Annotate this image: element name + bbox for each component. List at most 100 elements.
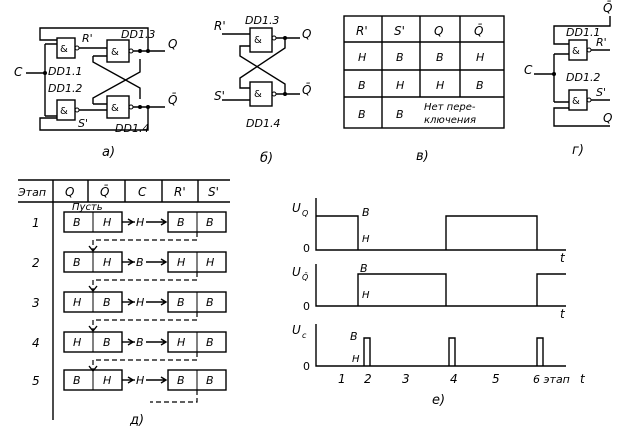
caption-v: в) [416,149,429,164]
step-number: 1 [32,216,40,230]
step-number: 3 [32,296,40,310]
gate-top [249,27,273,53]
step-number: 4 [32,336,40,350]
header-s: S' [208,185,219,199]
cell: B [436,51,444,64]
gate-symbol: & [572,96,580,107]
header-s: S' [394,24,405,38]
cell-c: H [136,296,144,309]
output-q: Q [302,27,311,41]
cell-qbar: B [103,336,111,349]
cell-r: B [177,216,185,229]
axis-t: t [560,307,566,321]
cell-c: B [136,256,144,269]
label-r: R' [214,19,226,33]
cell: B [396,108,404,121]
header-qbar: Q̄ [100,185,109,199]
output-qbar: Q̄ [302,83,311,97]
cell-q: H [73,296,81,309]
cell-qbar: B [103,296,111,309]
axis-uq-sub: Q [302,209,308,218]
header-step: Этап [17,186,46,199]
gate-symbol: & [60,44,68,55]
output-qbar: Q̄ [603,1,612,15]
tick-last: 6 этап [533,373,570,386]
signal-r-label: R' [82,32,93,45]
cell-s: B [206,296,214,309]
cell: H [358,51,366,64]
output-q-label: Q [168,37,177,51]
tick: 2 [364,372,372,386]
zero: 0 [303,360,310,373]
cell-r: B [177,374,185,387]
signal-s-label: S' [78,117,88,130]
header-qbar: Q̄ [474,24,483,38]
panel-g-circuit: Q̄ & R' DD1.1 C DD1.2 & S' Q г) [524,1,612,158]
axis-uc-sub: c [302,331,307,340]
cell: Нет пере- [424,102,476,113]
tick: 3 [402,372,410,386]
step-row: 4 H B H B B [32,331,227,373]
panel-b-circuit: DD1.3 & & R' S' Q Q̄ DD1.4 б) [214,14,311,166]
gate-label: DD1.2 [566,71,600,84]
axis-uc: U [292,323,301,337]
level-h: H [362,234,370,245]
cell: H [436,79,444,92]
cell-q: B [73,374,81,387]
gate-symbol: & [60,106,68,117]
caption-g: г) [572,143,584,158]
input-c-label: C [14,65,23,79]
tick: 5 [492,372,500,386]
panel-a-circuit: & & & & C Q Q̄ R' S' DD1.3 DD1.4 [14,27,177,160]
gate-label: DD1.3 [245,14,279,27]
gate-symbol: & [111,47,119,58]
header-q: Q [65,185,74,199]
gate-symbol: & [254,35,262,46]
panel-e-timing: U Q 0 B H t U Q̄ 0 B H t U c 0 B H 1 2 3… [292,198,586,408]
level-b: B [362,206,370,219]
cell: H [476,51,484,64]
signal-s: S' [596,86,606,99]
level-b: B [350,330,358,343]
header-r: R' [356,24,368,38]
cell-s: B [206,374,214,387]
level-h: H [352,354,360,365]
note: Пусть [72,202,103,213]
axis-t: t [560,251,566,265]
zero: 0 [303,300,310,313]
gate-symbol: & [111,103,119,114]
cell-c: H [136,216,144,229]
level-h: H [362,290,370,301]
header-c: C [138,185,147,199]
cell-q: H [73,336,81,349]
tick: 4 [450,372,458,386]
cell: B [476,79,484,92]
cell-r: H [177,256,185,269]
axis-uqbar-sub: Q̄ [302,272,308,282]
tick: 1 [338,372,346,386]
caption-b: б) [260,151,273,166]
gate-label: DD1.1 [48,65,82,78]
cell-s: H [206,256,214,269]
header-r: R' [174,185,186,199]
cell-c: B [136,336,144,349]
cell-s: B [206,336,214,349]
label-s: S' [214,89,225,103]
cell: H [396,79,404,92]
cell: B [358,79,366,92]
gate-symbol: & [572,46,580,57]
cell-q: B [73,216,81,229]
gate-label: DD1.1 [566,26,600,39]
signal-r: R' [596,36,607,49]
gate-label: DD1.4 [246,117,280,130]
cell-r: B [177,296,185,309]
output-q: Q [603,111,612,125]
axis-uqbar: U [292,265,301,279]
cell: ключения [424,115,476,126]
zero: 0 [303,242,310,255]
gate-label: DD1.3 [121,28,155,41]
caption-a: а) [102,145,115,160]
cell-r: H [177,336,185,349]
